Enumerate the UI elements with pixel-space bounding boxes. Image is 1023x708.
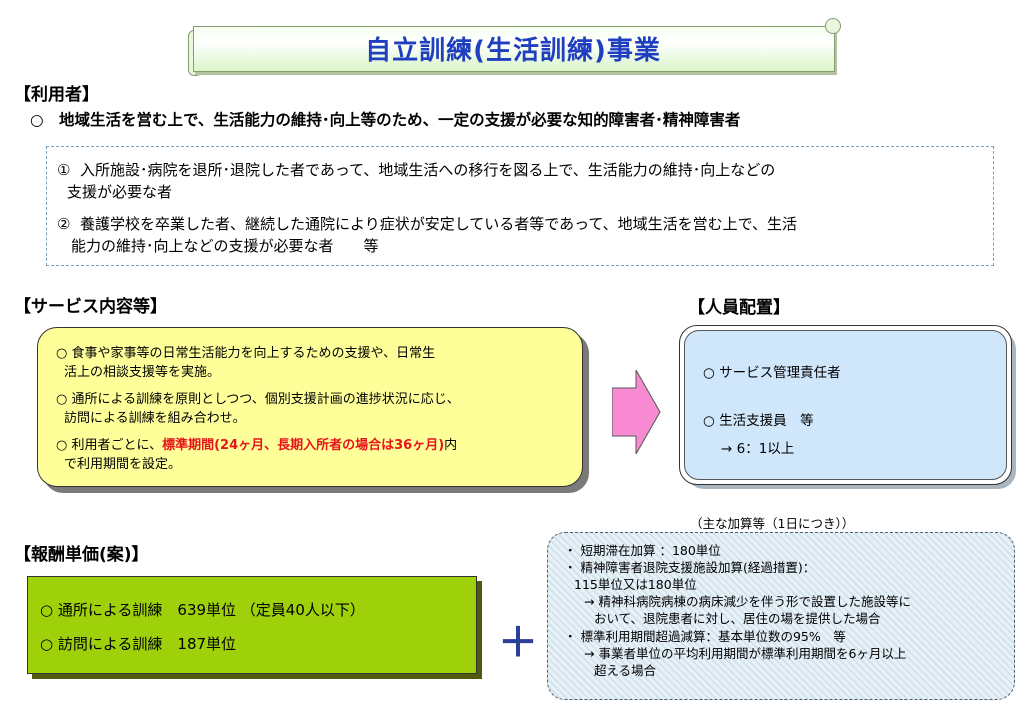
addition-line: ・ 短期滞在加算 ：180単位: [564, 543, 721, 558]
standard-period-highlight: 標準期間(24ヶ月、長期入所者の場合は36ヶ月): [162, 438, 445, 453]
service-item-line: ○ 通所による訓練を原則としつつ、個別支援計画の進捗状況に応じ、: [56, 392, 460, 407]
service-item-line: 訪問による訓練を組み合わせ。: [64, 411, 246, 426]
staffing-item: ○ サービス管理責任者: [703, 365, 841, 381]
addition-line: 超える場合: [594, 663, 657, 678]
users-summary: ○ 地域生活を営む上で、生活能力の維持･向上等のため、一定の支援が必要な知的障害…: [30, 108, 740, 130]
service-item-line: 内: [444, 438, 458, 453]
addition-line: → 精神科病院病棟の病床減少を伴う形で設置した施設等に: [584, 594, 911, 609]
condition-text-cont: 能力の維持･向上などの支援が必要な者 等: [71, 237, 379, 255]
services-box: ○ 食事や家事等の日常生活能力を向上するための支援や、日常生 活上の相談支援等を…: [37, 327, 583, 487]
service-item-1: ○ 食事や家事等の日常生活能力を向上するための支援や、日常生 活上の相談支援等を…: [56, 344, 435, 382]
plus-sign: ＋: [498, 620, 538, 666]
bullet: ○: [30, 111, 44, 129]
scroll-roll-right: [825, 18, 841, 34]
users-summary-text: 地域生活を営む上で、生活能力の維持･向上等のため、一定の支援が必要な知的障害者･…: [58, 111, 741, 129]
service-item-2: ○ 通所による訓練を原則としつつ、個別支援計画の進捗状況に応じ、 訪問による訓練…: [56, 390, 460, 428]
service-item-3: ○ 利用者ごとに、標準期間(24ヶ月、長期入所者の場合は36ヶ月)内 で利用期間…: [56, 436, 457, 474]
condition-text-cont: 支援が必要な者: [67, 183, 173, 201]
service-item-line: ○ 利用者ごとに、: [56, 438, 163, 453]
addition-line: 115単位又は180単位: [574, 577, 697, 592]
fees-box: ○ 通所による訓練 639単位 （定員40人以下） ○ 訪問による訓練 187単…: [27, 576, 477, 674]
users-heading: 【利用者】: [14, 85, 99, 105]
additions-caption: （主な加算等（1日につき））: [690, 516, 855, 531]
services-heading: 【サービス内容等】: [14, 297, 167, 317]
staffing-item: ○ 生活支援員 等: [703, 413, 814, 429]
conditions-box: ① 入所施設･病院を退所･退院した者であって、地域生活への移行を図る上で、生活能…: [46, 146, 994, 266]
staffing-heading: 【人員配置】: [688, 298, 790, 318]
fees-heading: 【報酬単価(案)】: [14, 545, 149, 565]
condition-2: ② 養護学校を卒業した者、継続した通院により症状が安定している者等であって、地域…: [57, 213, 797, 257]
service-item-line: ○ 食事や家事等の日常生活能力を向上するための支援や、日常生: [56, 346, 436, 361]
service-item-line: で利用期間を設定。: [64, 457, 182, 472]
condition-1: ① 入所施設･病院を退所･退院した者であって、地域生活への移行を図る上で、生活能…: [57, 159, 775, 203]
page-title: 自立訓練(生活訓練)事業: [365, 36, 661, 66]
fee-item: ○ 訪問による訓練 187単位: [40, 635, 237, 653]
title-banner: [193, 26, 835, 72]
condition-text: 入所施設･病院を退所･退院した者であって、地域生活への移行を図る上で、生活能力の…: [80, 161, 776, 179]
staffing-ratio: → 6：1以上: [721, 441, 795, 457]
addition-line: ・ 標準利用期間超過減算：基本単位数の95% 等: [564, 629, 846, 644]
service-item-line: 活上の相談支援等を実施。: [64, 365, 221, 380]
additions-box: ・ 短期滞在加算 ：180単位 ・ 精神障害者退院支援施設加算(経過措置)： 1…: [547, 532, 1015, 700]
addition-line: おいて、退院患者に対し、居住の場を提供した場合: [594, 611, 881, 626]
condition-number: ①: [57, 161, 71, 179]
right-arrow-icon: [612, 370, 661, 454]
fee-item: ○ 通所による訓練 639単位 （定員40人以下）: [40, 601, 365, 619]
addition-line: → 事業者単位の平均利用期間が標準利用期間を6ヶ月以上: [584, 646, 907, 661]
staffing-box: ○ サービス管理責任者 ○ 生活支援員 等 → 6：1以上: [684, 330, 1007, 480]
condition-text: 養護学校を卒業した者、継続した通院により症状が安定している者等であって、地域生活…: [80, 215, 798, 233]
condition-number: ②: [57, 215, 71, 233]
addition-line: ・ 精神障害者退院支援施設加算(経過措置)：: [564, 560, 816, 575]
